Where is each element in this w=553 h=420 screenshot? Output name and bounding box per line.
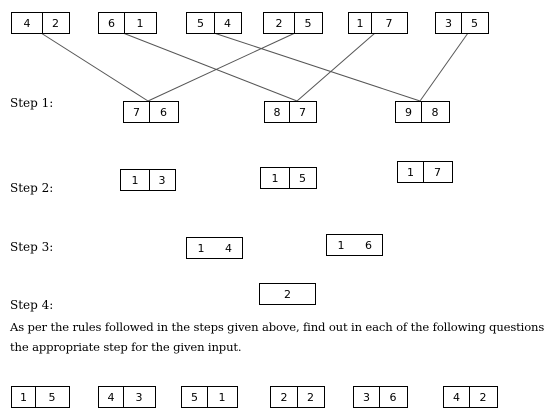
instructions-text: As per the rules followed in the steps g… — [10, 320, 545, 354]
step1-box-3-right-value: 8 — [431, 105, 439, 119]
input-box-2: 6 1 — [98, 12, 157, 34]
question-box-4-right-value: 2 — [307, 390, 314, 404]
connector-line — [419, 32, 469, 102]
connector-line — [296, 32, 376, 102]
input-box-6-left-value: 3 — [445, 16, 452, 30]
input-box-6-right-value: 5 — [471, 16, 478, 30]
input-box-4: 2 5 — [263, 12, 323, 34]
connector-line — [213, 32, 421, 102]
connector-line — [147, 32, 296, 102]
step3-box-1: 1 4 — [186, 237, 243, 259]
input-box-3-right-value: 4 — [224, 16, 231, 30]
question-box-2-left-value: 4 — [107, 390, 115, 404]
question-box-2: 4 3 — [98, 386, 156, 408]
step1-box-2: 8 7 — [264, 101, 317, 123]
question-box-1-right-value: 5 — [48, 390, 56, 404]
input-box-4-left-value: 2 — [275, 16, 283, 30]
step-4-label: Step 4: — [10, 298, 54, 312]
step2-box-3-left-value: 1 — [407, 165, 414, 179]
question-box-5-left-value: 3 — [363, 390, 370, 404]
step3-box-1-right-value: 4 — [225, 241, 232, 255]
step4-box: 2 — [259, 283, 316, 305]
step1-box-2-right-value: 7 — [299, 105, 306, 119]
input-box-5-right-value: 7 — [385, 16, 393, 30]
question-box-3-left-value: 5 — [191, 390, 198, 404]
step3-box-1-left-value: 1 — [197, 241, 205, 255]
input-box-3: 5 4 — [186, 12, 242, 34]
question-box-1-left-value: 1 — [20, 390, 27, 404]
input-box-3-left-value: 5 — [197, 16, 204, 30]
question-box-4: 2 2 — [270, 386, 325, 408]
question-box-6-left-value: 4 — [453, 390, 460, 404]
step2-box-1-right-value: 3 — [158, 173, 166, 187]
connector-line — [122, 32, 298, 102]
question-box-2-right-value: 3 — [135, 390, 143, 404]
input-box-1: 4 2 — [11, 12, 70, 34]
step1-box-3: 9 8 — [395, 101, 450, 123]
connector-line — [40, 32, 149, 102]
question-box-6: 4 2 — [443, 386, 498, 408]
question-box-5: 3 6 — [353, 386, 408, 408]
step3-box-2-right-value: 6 — [365, 238, 372, 252]
step2-box-1: 1 3 — [120, 169, 176, 191]
question-box-5-right-value: 6 — [389, 390, 397, 404]
input-box-4-right-value: 5 — [304, 16, 312, 30]
step2-box-2: 1 5 — [260, 167, 317, 189]
question-box-3-right-value: 1 — [218, 390, 226, 404]
question-box-1: 1 5 — [11, 386, 70, 408]
step1-box-1: 7 6 — [123, 101, 179, 123]
question-box-6-right-value: 2 — [479, 390, 487, 404]
step-1-label: Step 1: — [10, 96, 54, 110]
step2-box-2-left-value: 1 — [271, 171, 279, 185]
step2-box-2-right-value: 5 — [299, 171, 306, 185]
step1-box-1-left-value: 7 — [133, 105, 140, 119]
input-box-2-right-value: 1 — [136, 16, 144, 30]
input-box-1-left-value: 4 — [23, 16, 31, 30]
step-3-label: Step 3: — [10, 240, 54, 254]
step2-box-3-right-value: 7 — [434, 165, 441, 179]
input-box-6: 3 5 — [435, 12, 489, 34]
step2-box-1-left-value: 1 — [131, 173, 139, 187]
step3-box-2-left-value: 1 — [337, 238, 345, 252]
input-box-2-left-value: 6 — [108, 16, 115, 30]
step4-box-value: 2 — [284, 287, 291, 301]
input-box-5: 1 7 — [348, 12, 408, 34]
question-box-4-left-value: 2 — [280, 390, 288, 404]
step1-box-1-right-value: 6 — [160, 105, 167, 119]
step-2-label: Step 2: — [10, 181, 54, 195]
step1-box-2-left-value: 8 — [273, 105, 281, 119]
input-box-5-left-value: 1 — [356, 16, 364, 30]
input-box-1-right-value: 2 — [52, 16, 59, 30]
question-box-3: 5 1 — [181, 386, 238, 408]
step2-box-3: 1 7 — [397, 161, 453, 183]
step3-box-2: 1 6 — [326, 234, 383, 256]
step1-box-3-left-value: 9 — [405, 105, 412, 119]
